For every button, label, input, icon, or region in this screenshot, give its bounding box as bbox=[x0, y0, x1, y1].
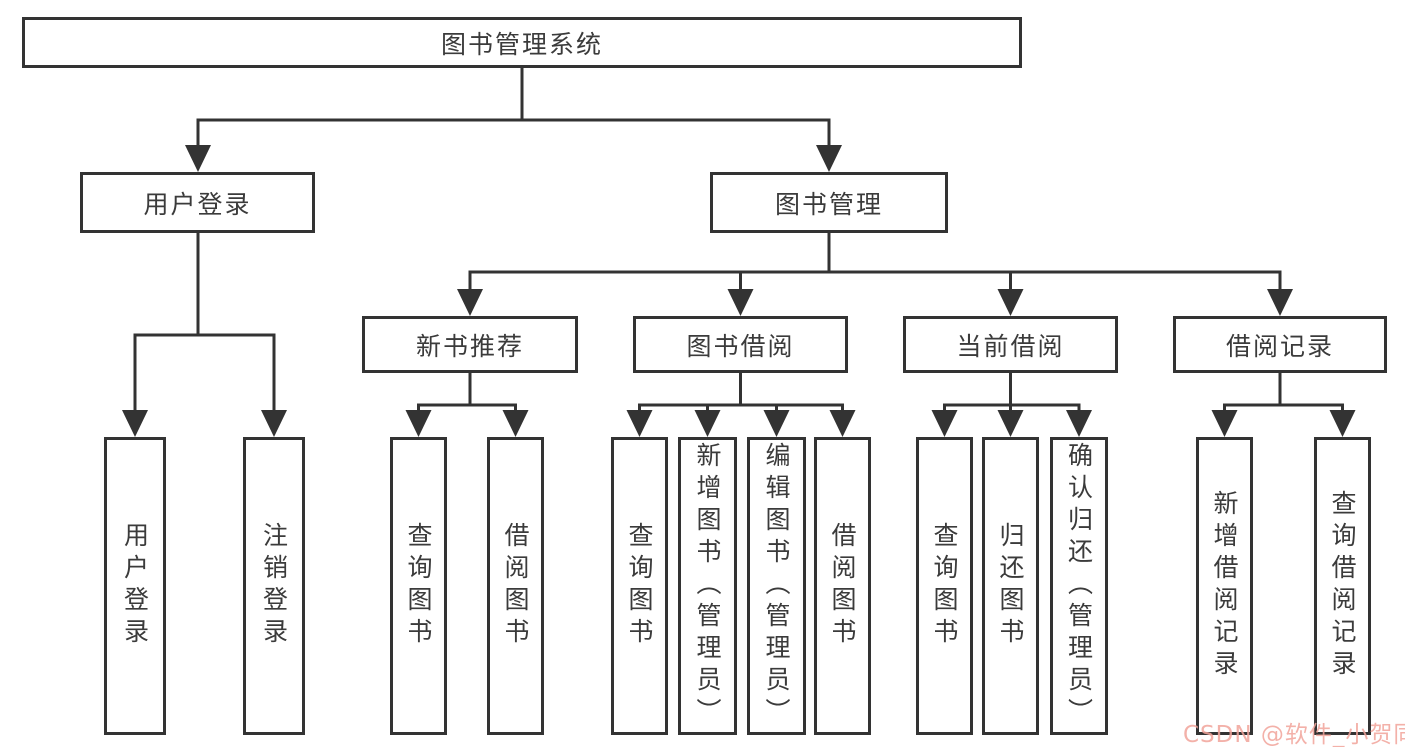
node-book-management: 图书管理 bbox=[710, 172, 948, 233]
leaf-bb-add-books-admin: 新增图书（管理员） bbox=[678, 437, 737, 735]
node-borrow-records: 借阅记录 bbox=[1173, 316, 1387, 373]
watermark: CSDN @软件_小贺同学 bbox=[1183, 722, 1405, 747]
leaf-label: 借阅图书 bbox=[501, 522, 530, 650]
leaf-br-add-record: 新增借阅记录 bbox=[1196, 437, 1253, 735]
leaf-label: 注销登录 bbox=[259, 522, 289, 650]
leaf-label: 编辑图书（管理员） bbox=[762, 442, 791, 730]
node-current-borrow: 当前借阅 bbox=[903, 316, 1118, 373]
leaf-nb-borrow-books: 借阅图书 bbox=[487, 437, 544, 735]
leaf-cb-query-books: 查询图书 bbox=[916, 437, 973, 735]
leaf-label: 新增图书（管理员） bbox=[693, 442, 722, 730]
leaf-label: 查询图书 bbox=[625, 522, 654, 650]
leaf-logout: 注销登录 bbox=[243, 437, 305, 735]
leaf-bb-query-books: 查询图书 bbox=[611, 437, 668, 735]
leaf-label: 新增借阅记录 bbox=[1210, 490, 1239, 682]
leaf-label: 归还图书 bbox=[996, 522, 1025, 650]
leaf-label: 确认归还（管理员） bbox=[1064, 442, 1094, 730]
leaf-cb-return-books: 归还图书 bbox=[982, 437, 1039, 735]
leaf-label: 查询图书 bbox=[404, 522, 433, 650]
leaf-label: 用户登录 bbox=[120, 522, 150, 650]
leaf-br-query-record: 查询借阅记录 bbox=[1314, 437, 1371, 735]
leaf-bb-edit-books-admin: 编辑图书（管理员） bbox=[747, 437, 806, 735]
leaf-label: 查询图书 bbox=[930, 522, 959, 650]
node-user-login: 用户登录 bbox=[80, 172, 315, 233]
leaf-label: 借阅图书 bbox=[828, 522, 857, 650]
leaf-user-login: 用户登录 bbox=[104, 437, 166, 735]
leaf-cb-confirm-return-admin: 确认归还（管理员） bbox=[1050, 437, 1108, 735]
leaf-nb-query-books: 查询图书 bbox=[390, 437, 447, 735]
leaf-label: 查询借阅记录 bbox=[1328, 490, 1357, 682]
node-book-borrow: 图书借阅 bbox=[633, 316, 848, 373]
node-root-system: 图书管理系统 bbox=[22, 17, 1022, 68]
leaf-bb-borrow-books: 借阅图书 bbox=[814, 437, 871, 735]
node-new-book-recommend: 新书推荐 bbox=[362, 316, 578, 373]
arrowhead-icons bbox=[122, 145, 1356, 437]
